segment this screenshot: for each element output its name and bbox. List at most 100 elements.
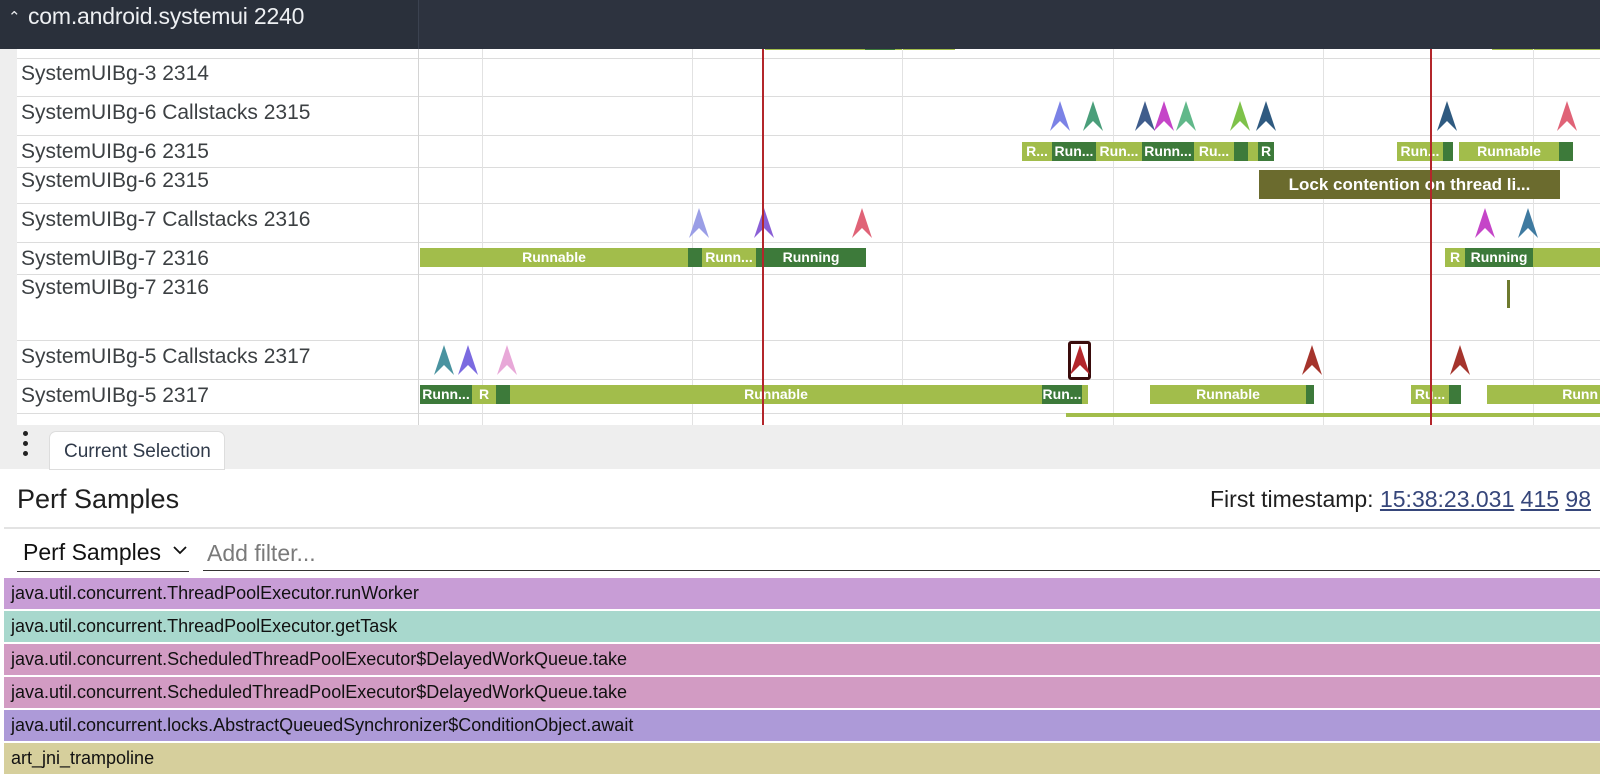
thread-state-slice[interactable]: Running [756,248,866,267]
details-panel: Current Selection Perf Samples First tim… [0,425,1600,784]
thread-state-slice[interactable]: Runnable [1459,142,1559,161]
perf-sample-marker[interactable] [434,345,454,375]
thread-state-slice[interactable]: R [1445,248,1465,267]
perf-sample-marker[interactable] [1475,208,1495,238]
thread-state-slice[interactable]: R [472,385,496,404]
thread-state-slice[interactable]: R [1258,142,1274,161]
thread-state-slice[interactable] [688,248,702,267]
thread-state-slice[interactable] [1066,413,1600,417]
gridline [692,49,693,425]
track-label: SystemUIBg-6 2315 [21,140,209,163]
thread-state-slice[interactable] [1492,49,1600,50]
thread-state-slice[interactable]: Run... [1052,142,1096,161]
perf-sample-marker[interactable] [1176,101,1196,131]
track-label: SystemUIBg-3 2314 [21,62,209,85]
thread-state-slice[interactable] [1559,142,1573,161]
lock-contention-slice[interactable]: Lock contention on thread li... [1259,170,1560,199]
thread-state-slice[interactable] [1533,248,1600,267]
timestamp-marker-line [1430,49,1432,425]
thread-state-slice[interactable]: Running [1465,248,1533,267]
perf-sample-marker[interactable] [689,208,709,238]
thread-state-slice[interactable]: Runn... [1142,142,1194,161]
perf-sample-marker[interactable] [754,208,774,238]
perf-sample-marker[interactable] [1518,208,1538,238]
thread-state-slice[interactable] [1443,142,1453,161]
thread-state-slice[interactable] [865,49,895,50]
thread-state-slice[interactable] [1234,142,1248,161]
thread-state-slice[interactable]: Runnable [420,248,688,267]
thread-state-slice[interactable]: Ru... [1194,142,1234,161]
first-timestamp: First timestamp: 15:38:23.031 415 98 [1210,486,1591,513]
flamegraph-frame[interactable]: java.util.concurrent.ThreadPoolExecutor.… [4,578,1600,609]
thread-state-slice[interactable]: Runnable [510,385,1042,404]
thread-state-slice[interactable]: Run... [1397,142,1443,161]
chevron-down-icon [173,546,187,555]
track-row[interactable]: SystemUIBg-7 Callstacks 2316 [17,204,1600,243]
selected-sample-highlight[interactable] [1068,341,1091,380]
thread-state-slice[interactable] [1507,280,1510,308]
thread-state-slice[interactable]: Run... [1096,142,1142,161]
perf-sample-marker[interactable] [1135,101,1155,131]
track-partial [17,49,1600,59]
track-row[interactable]: SystemUIBg-7 2316 [17,275,1600,341]
perf-sample-marker[interactable] [1230,101,1250,131]
thread-state-slice[interactable]: Run... [1042,385,1082,404]
track-label: SystemUIBg-6 2315 [21,169,209,192]
thread-state-slice[interactable]: Runn... [420,385,472,404]
thread-state-slice[interactable] [1248,142,1258,161]
timeline-tracks[interactable]: SystemUIBg-3 2314 SystemUIBg-6 Callstack… [0,49,1600,425]
flamegraph-frame[interactable]: java.util.concurrent.ScheduledThreadPool… [4,644,1600,675]
thread-state-slice[interactable] [765,49,865,50]
thread-state-slice[interactable] [1449,385,1461,404]
process-track-header[interactable]: ⌃ com.android.systemui 2240 [0,0,1600,49]
flamegraph-frame[interactable]: art_jni_trampoline [4,743,1600,774]
perf-sample-marker[interactable] [1302,345,1322,375]
thread-state-slice[interactable] [496,385,510,404]
gridline [1323,49,1324,425]
perf-sample-marker[interactable] [1437,101,1457,131]
perf-sample-marker[interactable] [852,208,872,238]
chevron-up-icon[interactable]: ⌃ [8,9,21,26]
thread-state-slice[interactable]: Runnable [1150,385,1306,404]
perf-sample-marker[interactable] [497,345,517,375]
panel-tab-bar: Current Selection [0,425,1600,469]
gridline [1533,49,1534,425]
track-gutter [0,49,17,425]
perf-sample-marker[interactable] [458,345,478,375]
perf-samples-dropdown[interactable]: Perf Samples [17,537,189,572]
track-row[interactable]: SystemUIBg-6 Callstacks 2315 [17,97,1600,136]
filter-input[interactable] [203,537,1600,571]
first-timestamp-label: First timestamp: [1210,486,1374,512]
timestamp-link-main[interactable]: 15:38:23.031 [1379,486,1515,512]
thread-state-slice[interactable] [1082,385,1088,404]
thread-state-slice[interactable] [895,49,955,50]
perf-sample-marker[interactable] [1450,345,1470,375]
thread-state-slice[interactable]: Runn [1487,385,1600,404]
perf-sample-marker[interactable] [1154,101,1174,131]
track-row[interactable]: SystemUIBg-5 Callstacks 2317 [17,341,1600,380]
thread-state-slice[interactable] [1306,385,1314,404]
flamegraph-frame[interactable]: java.util.concurrent.ThreadPoolExecutor.… [4,611,1600,642]
track-label: SystemUIBg-7 2316 [21,276,209,299]
track-row[interactable]: SystemUIBg-6 2315 [17,136,1600,168]
gridline [902,49,903,425]
track-row[interactable]: SystemUIBg-3 2314 [17,59,1600,97]
timestamp-link-micros[interactable]: 415 [1520,486,1560,512]
details-title: Perf Samples [17,484,180,514]
divider [4,527,1600,529]
thread-state-slice[interactable]: R... [1022,142,1052,161]
perf-sample-marker[interactable] [1256,101,1276,131]
more-vert-icon[interactable] [20,431,30,461]
track-row[interactable]: SystemUIBg-5 2317 [17,380,1600,414]
flamegraph-frame[interactable]: java.util.concurrent.locks.AbstractQueue… [4,710,1600,741]
perf-sample-marker[interactable] [1050,101,1070,131]
flamegraph-frame[interactable]: java.util.concurrent.ScheduledThreadPool… [4,677,1600,708]
track-row[interactable]: SystemUIBg-6 2315 [17,168,1600,204]
thread-state-slice[interactable]: Runn... [702,248,756,267]
tab-current-selection[interactable]: Current Selection [50,432,224,469]
perf-sample-marker[interactable] [1083,101,1103,131]
perf-sample-marker-selected[interactable] [1070,345,1090,375]
timestamp-link-nanos[interactable]: 98 [1565,486,1592,512]
perf-sample-marker[interactable] [1557,101,1577,131]
track-row[interactable]: SystemUIBg-7 2316 [17,243,1600,275]
